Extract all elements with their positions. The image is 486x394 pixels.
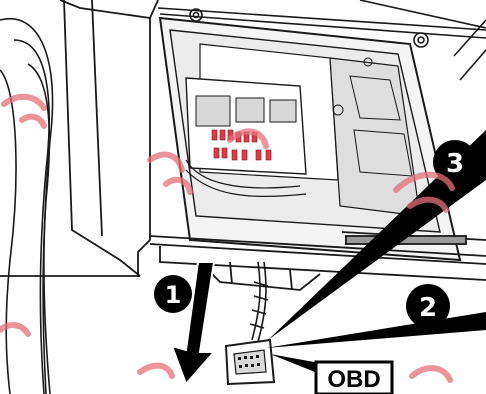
callout-1-label: 1 (165, 281, 182, 309)
door-edge-lines (0, 19, 53, 394)
callout-1: 1 (154, 275, 192, 313)
leader-2 (266, 312, 486, 348)
obd-label: OBD (327, 366, 380, 393)
obd-harness (250, 262, 268, 342)
obd-label-box: OBD (316, 362, 392, 394)
callout-2-label: 2 (419, 293, 437, 323)
callout-3-label: 3 (446, 149, 464, 179)
obd-connector (226, 340, 274, 384)
callout-2: 2 (406, 284, 450, 328)
